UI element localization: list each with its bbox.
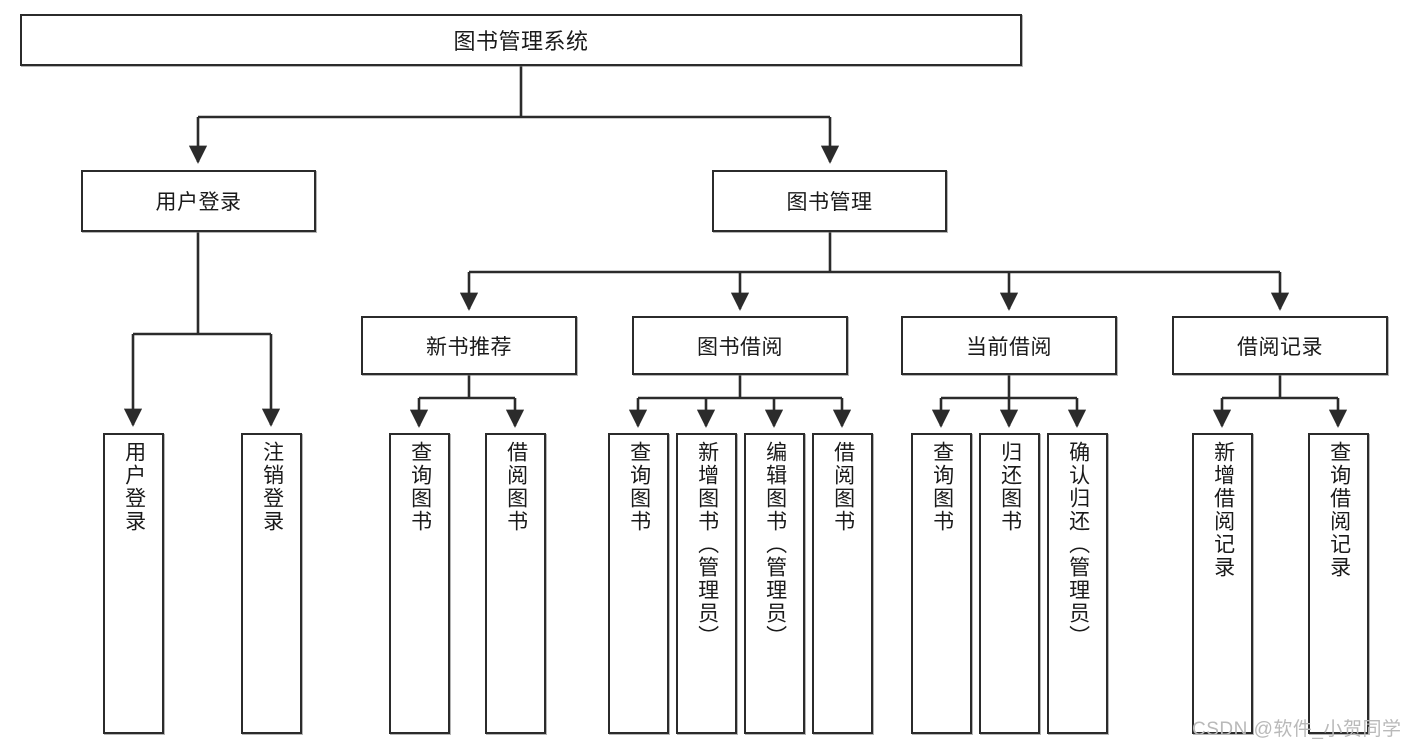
leaf-br-query-record[interactable]: 查询借阅记录 <box>1308 433 1369 734</box>
leaf-user-login[interactable]: 用户登录 <box>103 433 164 734</box>
leaf-logout[interactable]: 注销登录 <box>241 433 302 734</box>
node-book-borrow-label: 图书借阅 <box>697 335 783 359</box>
node-new-book-recommend-label: 新书推荐 <box>426 335 512 359</box>
node-borrow-record-label: 借阅记录 <box>1237 335 1323 359</box>
node-root-system-label: 图书管理系统 <box>453 29 589 54</box>
leaf-nb-borrow-book[interactable]: 借阅图书 <box>485 433 546 734</box>
node-book-borrow[interactable]: 图书借阅 <box>632 316 848 375</box>
leaf-nb-borrow-book-label: 借阅图书 <box>504 441 528 533</box>
node-borrow-record[interactable]: 借阅记录 <box>1172 316 1388 375</box>
leaf-bb-edit-book-admin[interactable]: 编辑图书（管理员） <box>744 433 805 734</box>
leaf-cb-query-book[interactable]: 查询图书 <box>911 433 972 734</box>
leaf-bb-query-book[interactable]: 查询图书 <box>608 433 669 734</box>
leaf-cb-return-book[interactable]: 归还图书 <box>979 433 1040 734</box>
leaf-bb-add-book-admin[interactable]: 新增图书（管理员） <box>676 433 737 734</box>
leaf-bb-query-book-label: 查询图书 <box>627 441 651 533</box>
node-book-management[interactable]: 图书管理 <box>712 170 947 232</box>
node-new-book-recommend[interactable]: 新书推荐 <box>361 316 577 375</box>
leaf-br-add-record[interactable]: 新增借阅记录 <box>1192 433 1253 734</box>
node-root-system[interactable]: 图书管理系统 <box>20 14 1022 66</box>
node-book-management-label: 图书管理 <box>786 191 873 214</box>
node-current-borrow-label: 当前借阅 <box>966 335 1052 359</box>
csdn-watermark: CSDN @软件_小贺同学 <box>1192 719 1402 740</box>
leaf-logout-label: 注销登录 <box>260 441 284 533</box>
node-current-borrow[interactable]: 当前借阅 <box>901 316 1117 375</box>
leaf-br-add-record-label: 新增借阅记录 <box>1211 441 1235 579</box>
leaf-bb-edit-book-admin-label: 编辑图书（管理员） <box>763 441 787 648</box>
leaf-cb-return-book-label: 归还图书 <box>998 441 1022 533</box>
leaf-cb-confirm-return-admin-label: 确认归还（管理员） <box>1066 441 1090 648</box>
leaf-cb-query-book-label: 查询图书 <box>930 441 954 533</box>
leaf-br-query-record-label: 查询借阅记录 <box>1327 441 1351 579</box>
leaf-cb-confirm-return-admin[interactable]: 确认归还（管理员） <box>1047 433 1108 734</box>
leaf-nb-query-book-label: 查询图书 <box>408 441 432 533</box>
leaf-nb-query-book[interactable]: 查询图书 <box>389 433 450 734</box>
leaf-bb-add-book-admin-label: 新增图书（管理员） <box>695 441 719 648</box>
leaf-bb-borrow-book-label: 借阅图书 <box>831 441 855 533</box>
node-user-login-label: 用户登录 <box>155 191 242 214</box>
leaf-bb-borrow-book[interactable]: 借阅图书 <box>812 433 873 734</box>
node-user-login[interactable]: 用户登录 <box>81 170 316 232</box>
leaf-user-login-label: 用户登录 <box>122 441 146 533</box>
